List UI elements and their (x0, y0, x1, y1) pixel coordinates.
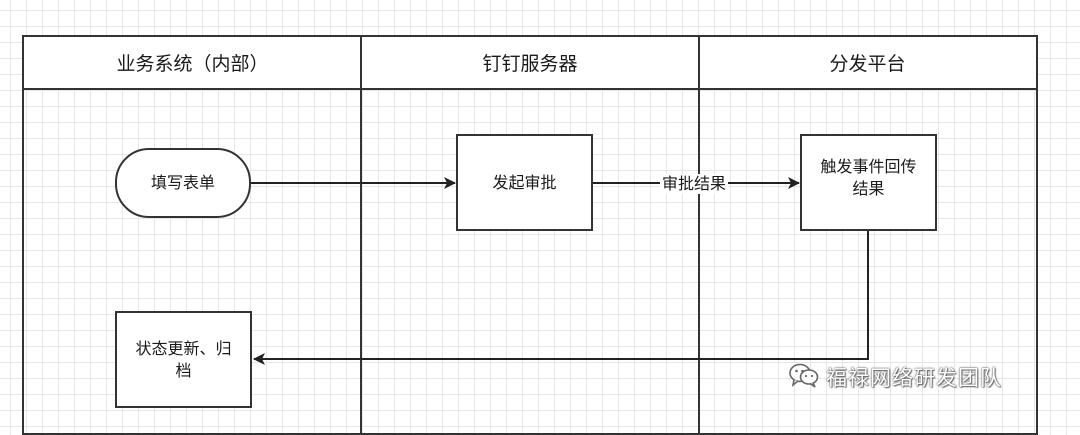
lane-header-distribution-platform: 分发平台 (699, 35, 1038, 90)
watermark: 福禄网络研发团队 (788, 362, 1002, 392)
node-label-line1: 触发事件回传 (820, 156, 917, 176)
watermark-text: 福禄网络研发团队 (826, 366, 1002, 390)
edge-label-approval-result: 审批结果 (660, 174, 729, 194)
node-start-approval: 发起审批 (456, 134, 593, 231)
node-fill-form: 填写表单 (115, 148, 251, 218)
lane-divider (698, 35, 700, 435)
node-label-line2: 结果 (852, 178, 885, 198)
lane-title: 钉钉服务器 (482, 53, 578, 75)
node-trigger-callback: 触发事件回传 结果 (800, 134, 937, 231)
lane-header-business-system: 业务系统（内部） (22, 35, 361, 90)
node-label-line2: 档 (175, 360, 192, 380)
node-update-archive: 状态更新、归 档 (115, 311, 252, 408)
lane-title: 分发平台 (829, 53, 906, 75)
wechat-icon (788, 362, 820, 393)
lane-divider (360, 35, 362, 435)
lane-title: 业务系统（内部） (116, 53, 269, 75)
node-label: 发起审批 (492, 172, 557, 192)
node-label-line1: 状态更新、归 (135, 338, 232, 358)
lane-header-dingtalk-server: 钉钉服务器 (361, 35, 699, 90)
edge-trigger-callback-to-update-archive (253, 231, 869, 365)
node-label: 填写表单 (150, 173, 215, 192)
